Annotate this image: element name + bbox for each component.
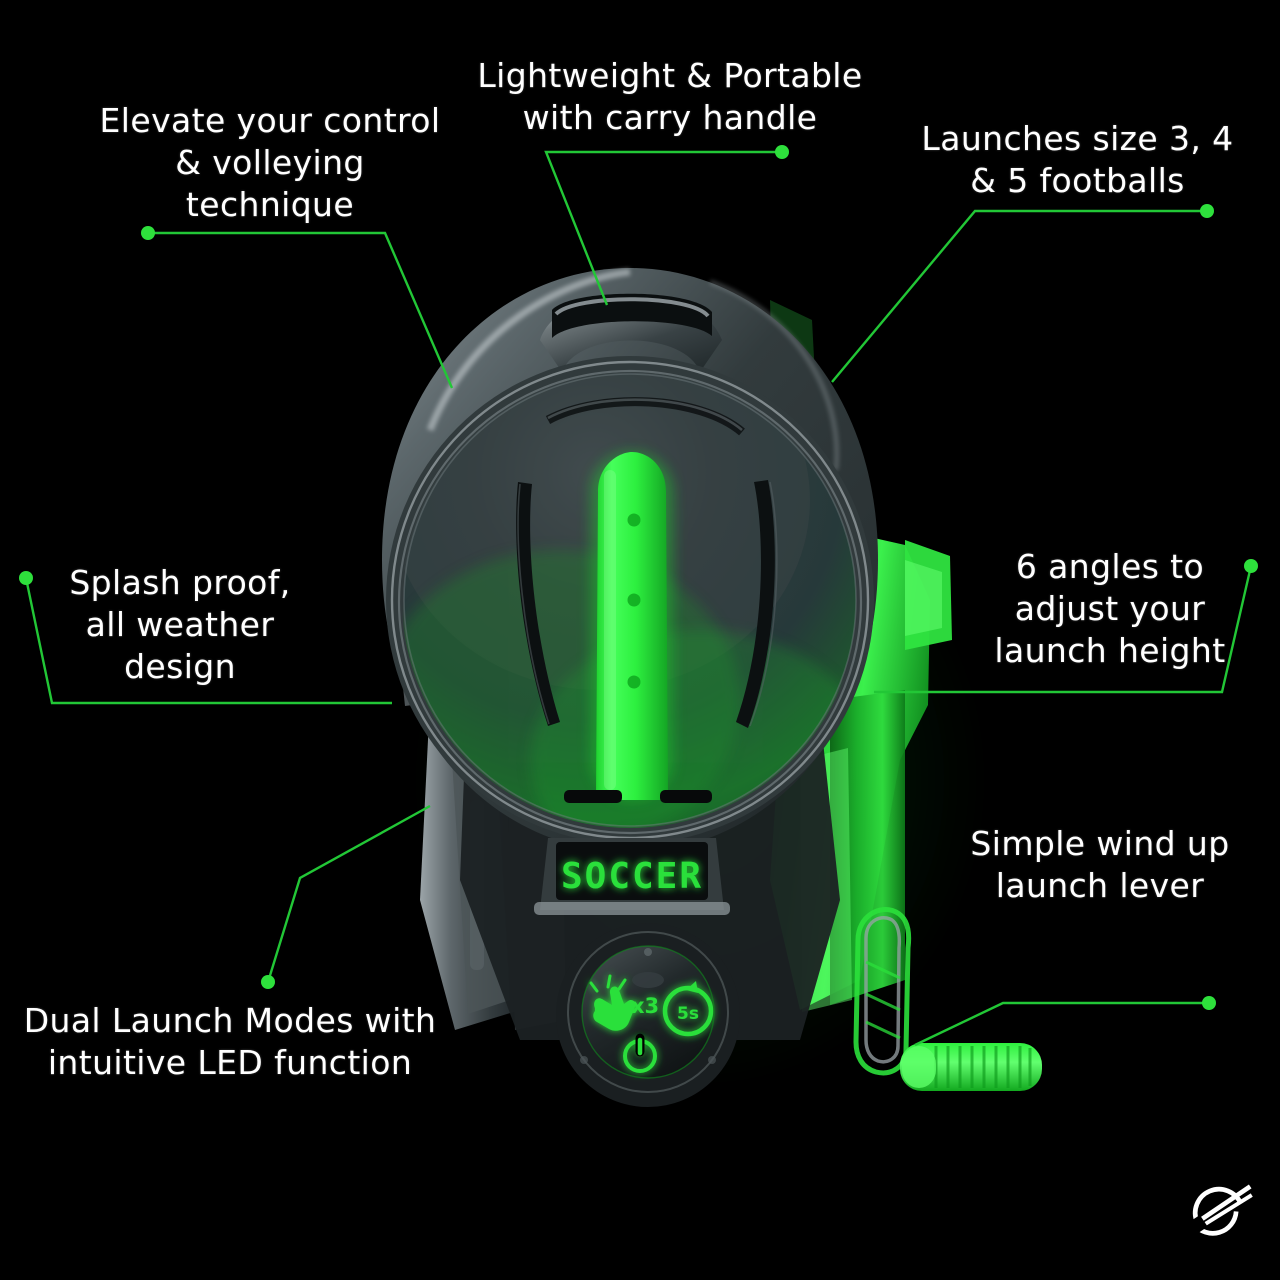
mode-clap-icon[interactable]: x3 xyxy=(589,974,659,1031)
wind-up-crank[interactable] xyxy=(853,907,1042,1091)
brand-nameplate: SOCCER xyxy=(534,838,730,915)
launch-arm-left xyxy=(516,482,560,726)
green-launch-pad xyxy=(591,452,673,800)
launch-arm-right xyxy=(736,480,775,728)
callout-elevate-control: Elevate your control & volleying techniq… xyxy=(99,101,441,225)
mode-timer-label: 5s xyxy=(677,1004,699,1024)
brand-label: SOCCER xyxy=(561,856,703,897)
callout-dual-launch-modes: Dual Launch Modes with intuitive LED fun… xyxy=(23,1001,437,1083)
control-panel[interactable]: x3 5s xyxy=(556,923,740,1107)
mode-timer-icon[interactable]: 5s xyxy=(662,981,714,1037)
callout-ball-sizes: Launches size 3, 4 & 5 footballs xyxy=(921,119,1234,201)
mode-clap-label: x3 xyxy=(631,994,659,1018)
callout-lightweight-portable: Lightweight & Portable with carry handle xyxy=(477,56,863,138)
power-icon[interactable] xyxy=(623,1033,657,1073)
crank-grip[interactable] xyxy=(900,1043,1042,1091)
circle-slash-logo xyxy=(1188,1184,1253,1236)
